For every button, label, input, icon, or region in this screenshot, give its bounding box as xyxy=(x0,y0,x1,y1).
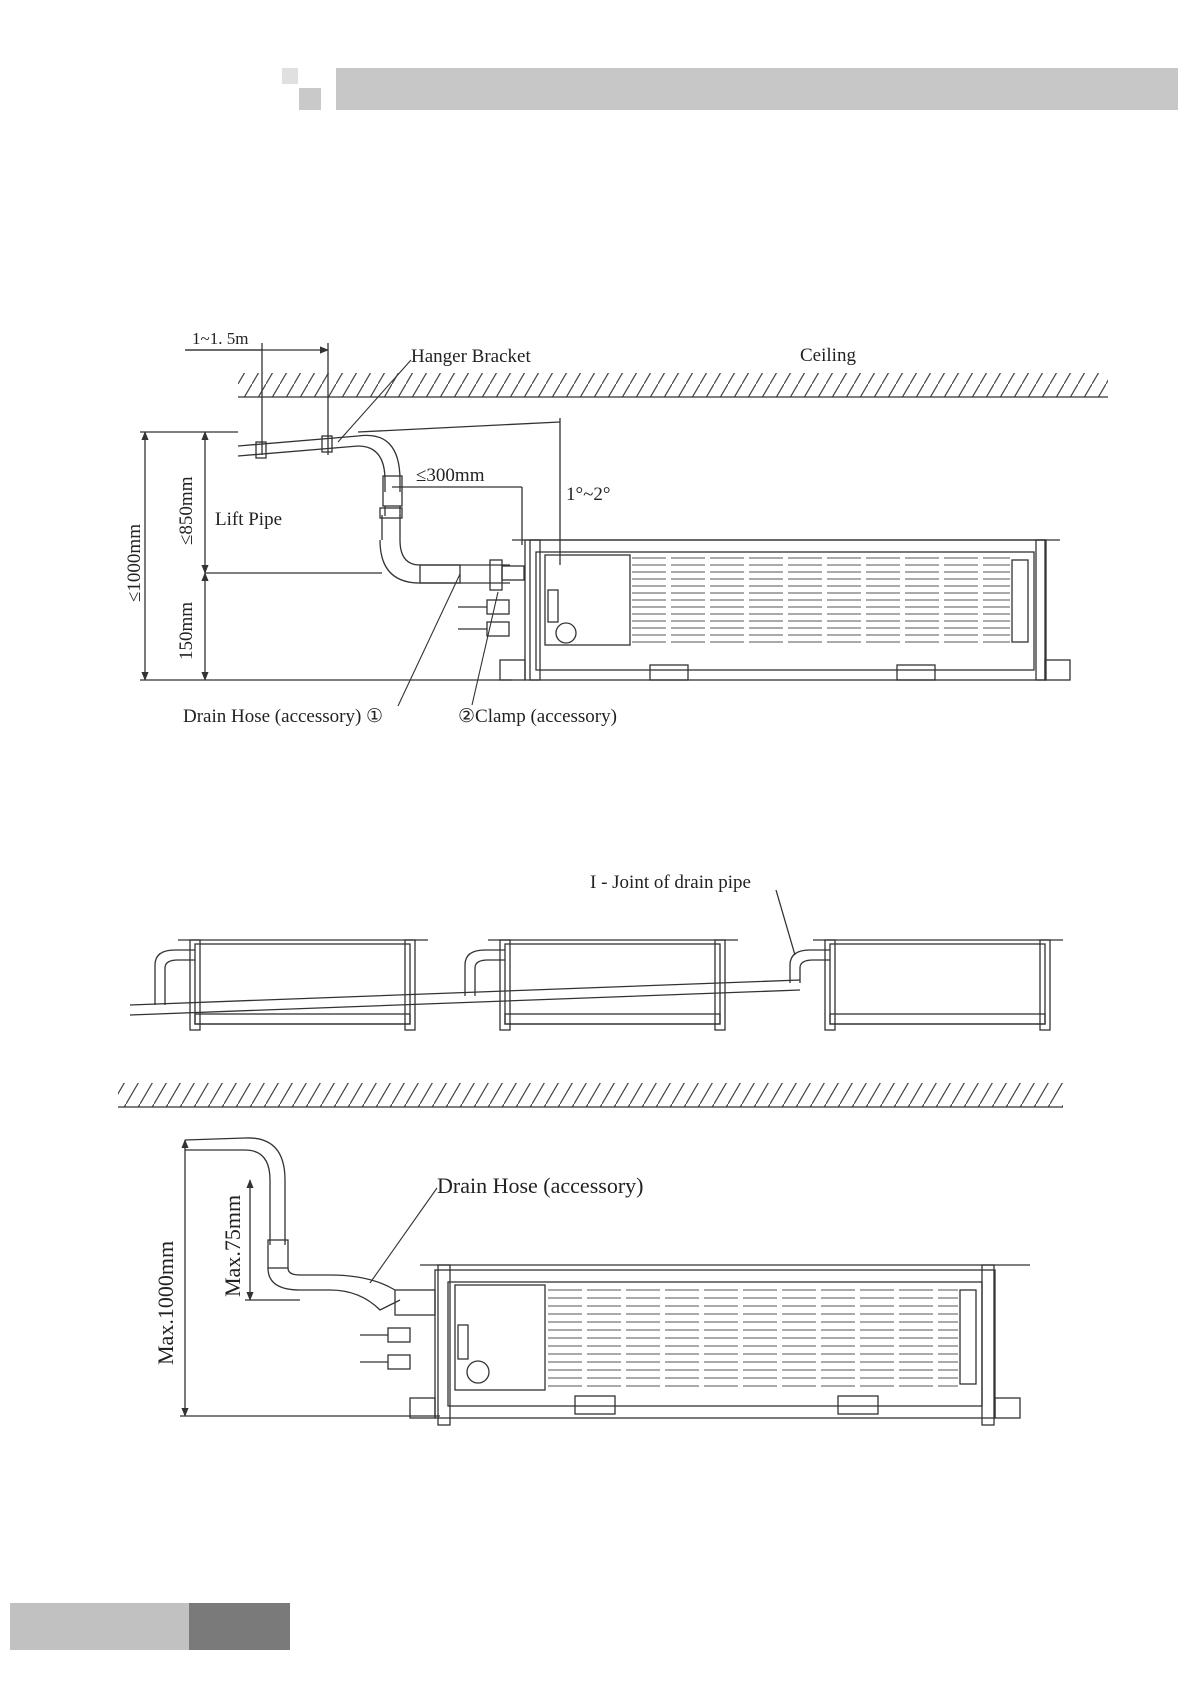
dim-max-1000-label: Max.1000mm xyxy=(153,1241,178,1365)
clamp-label: ②Clamp (accessory) xyxy=(458,706,617,727)
dim-1000-label: ≤1000mm xyxy=(124,524,145,602)
ceiling-label: Ceiling xyxy=(800,345,856,366)
unit-grille-2 xyxy=(548,1290,958,1386)
dim-150-label: 150mm xyxy=(176,602,197,660)
slope-label: 1°~2° xyxy=(566,484,610,505)
joint-label: I - Joint of drain pipe xyxy=(590,872,751,893)
lift-pipe-label: Lift Pipe xyxy=(215,509,282,530)
ceiling-hatch-2 xyxy=(118,1083,1063,1107)
dim-spacing-label: 1~1. 5m xyxy=(192,329,248,348)
drain-hose-label: Drain Hose (accessory) ① xyxy=(183,706,383,727)
hanger-bracket-label: Hanger Bracket xyxy=(411,346,531,367)
figure3-labels: Drain Hose (accessory) Max.75mm Max.1000… xyxy=(153,1173,643,1365)
footer-block-light xyxy=(10,1603,189,1650)
figure-max-height xyxy=(118,1083,1063,1425)
dim-75-label: Max.75mm xyxy=(220,1195,245,1297)
drain-hose-label-2: Drain Hose (accessory) xyxy=(437,1173,643,1198)
dim-850-label: ≤850mm xyxy=(176,476,197,545)
figure-joint-drain-pipe xyxy=(130,890,1063,1030)
dim-300-label: ≤300mm xyxy=(416,465,485,486)
figure-lift-pipe xyxy=(140,343,1108,680)
unit-grille-1 xyxy=(632,558,1010,642)
ceiling-hatch-1 xyxy=(238,373,1108,397)
footer-block-dark xyxy=(189,1603,290,1650)
